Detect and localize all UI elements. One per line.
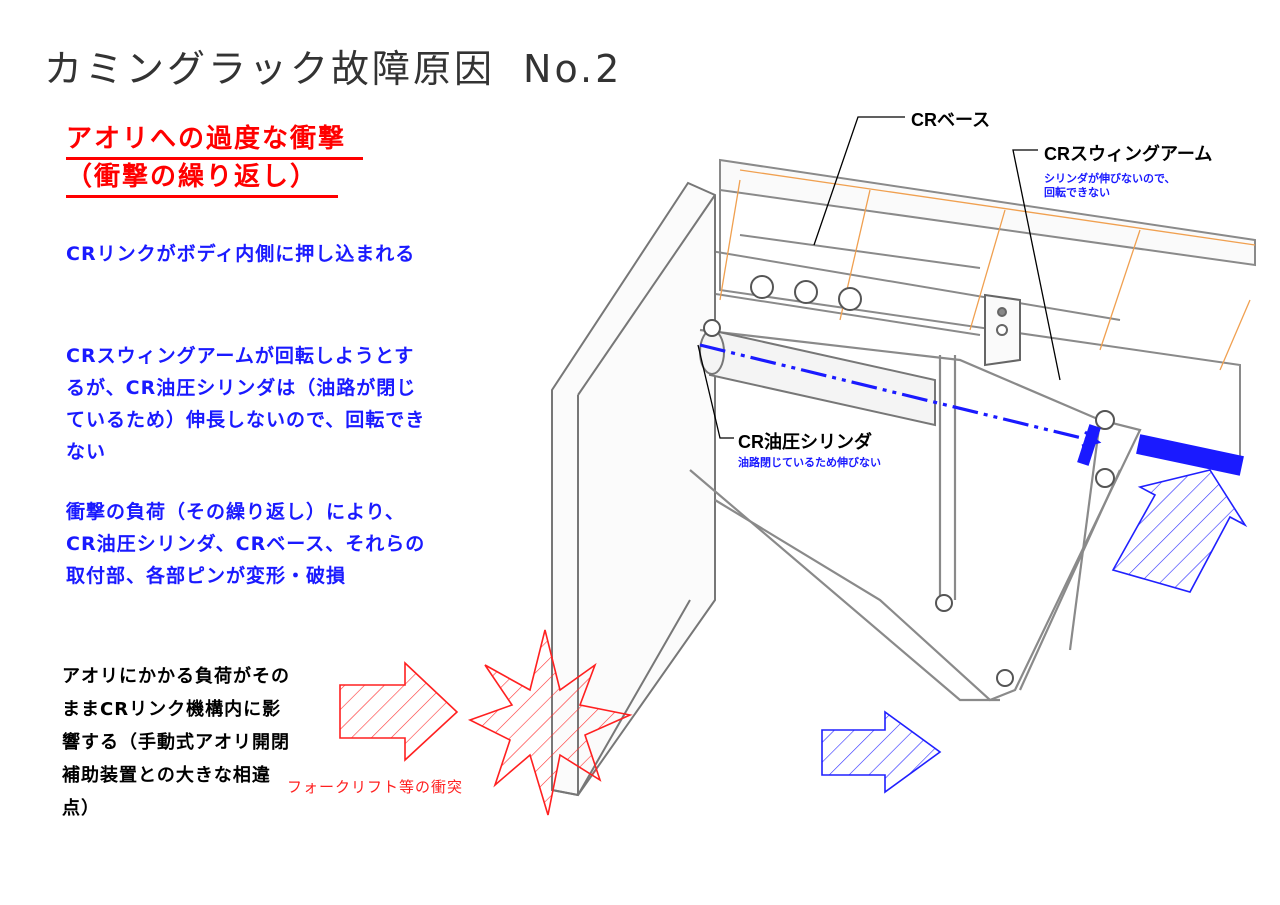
red-impact-arrow — [339, 661, 459, 762]
impact-caption: フォークリフト等の衝突 — [287, 778, 464, 796]
explanation-paragraph-1: CRリンクがボディ内側に押し込まれる — [66, 243, 416, 265]
heading-line-1: アオリへの過度な衝撃 — [66, 118, 363, 160]
pivot-pins — [703, 319, 1115, 687]
title-text: カミングラック故障原因 — [44, 47, 496, 91]
explanation-paragraph-3: 衝撃の負荷（その繰り返し）により、CR油圧シリンダ、CRベース、それらの取付部、… — [66, 501, 426, 587]
callout-cr-base: CRベース — [911, 110, 991, 130]
leader-lines — [697, 116, 1061, 439]
base-bracket — [984, 293, 1021, 367]
explanation-paragraph-2: CRスウィングアームが回転しようとするが、CR油圧シリンダは（油路が閉じているた… — [66, 345, 426, 463]
blue-push-arrow-left — [821, 710, 942, 794]
callout-cr-cylinder-note: 油路閉じているため伸びない — [738, 456, 881, 469]
page-title: カミングラック故障原因 No.2 — [44, 38, 622, 93]
callout-cr-swing-arm: CRスウィングアーム — [1044, 144, 1213, 164]
explanation-paragraph-4: アオリにかかる負荷がそのままCRリンク機構内に影響する（手動式アオリ開閉補助装置… — [62, 666, 290, 819]
blue-push-arrow-right — [1111, 469, 1248, 593]
red-impact-burst — [467, 629, 633, 816]
cr-base-rail — [689, 158, 1256, 465]
heading-line-2: （衝撃の繰り返し） — [66, 156, 338, 198]
title-number: No.2 — [523, 47, 623, 91]
base-bolt-holes — [750, 275, 862, 311]
callout-cr-cylinder: CR油圧シリンダ — [738, 432, 872, 452]
link-frame — [689, 328, 1142, 702]
cylinder-axis-line — [699, 343, 1099, 444]
swing-arm-note-line-1: シリンダが伸びないので、 — [1044, 172, 1176, 185]
swing-arm-block — [1077, 424, 1101, 466]
blue-impact-bar — [1136, 434, 1244, 476]
swing-arm-note-line-2: 回転できない — [1044, 186, 1110, 199]
callout-cr-swing-arm-note: シリンダが伸びないので、 回転できない — [1044, 172, 1176, 200]
